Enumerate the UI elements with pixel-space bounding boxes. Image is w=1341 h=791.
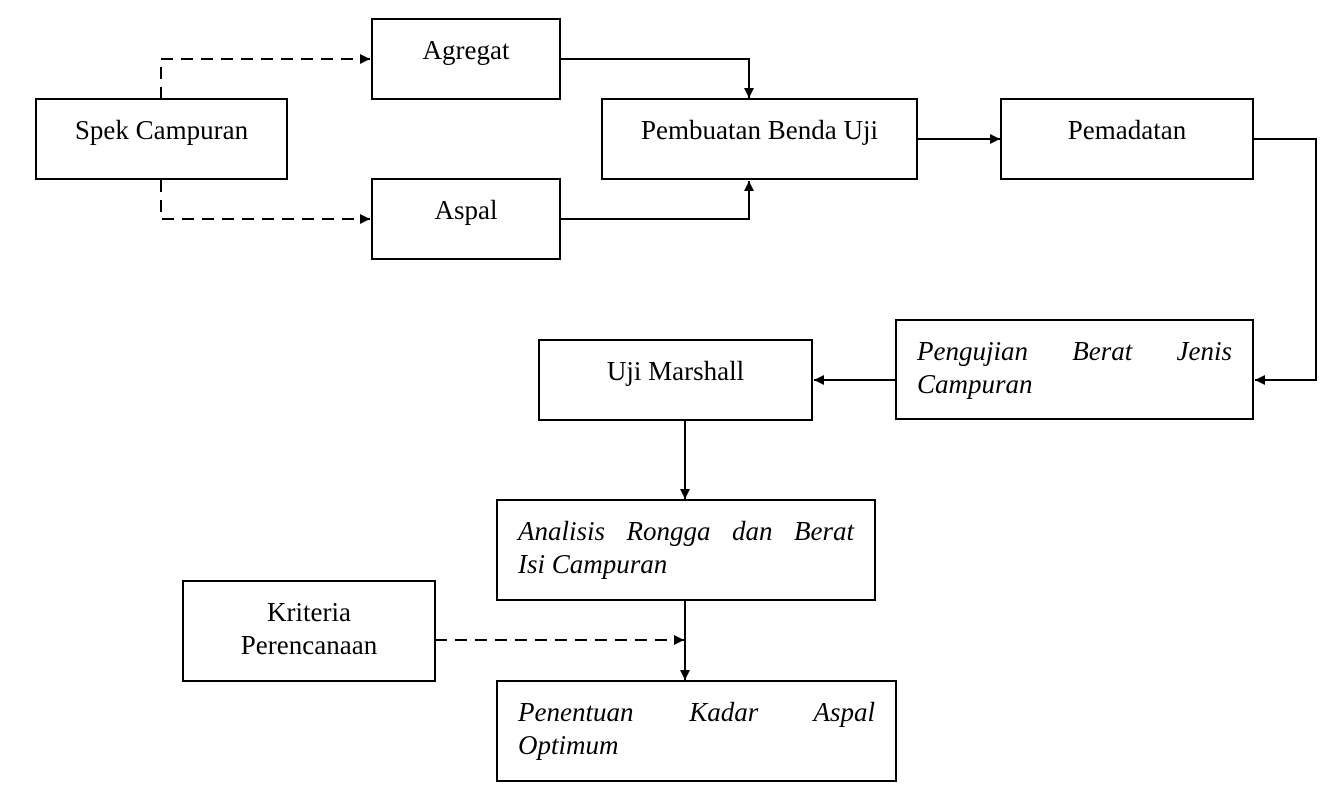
node-analisis-label-line2: Isi Campuran [518,549,668,579]
node-penentuan-label-line2: Optimum [518,730,619,760]
node-uji-marshall-label: Uji Marshall [606,356,745,386]
node-kriteria-label-line2: Perencanaan [240,630,378,660]
node-pemadatan-label: Pemadatan [1067,115,1187,145]
node-penentuan-label-line1: Penentuan Kadar Aspal [518,697,875,727]
node-pengujian-berat-jenis-campuran: Pengujian Berat Jenis Campuran [895,319,1254,420]
node-aspal: Aspal [371,178,561,260]
edge-pemadatan-to-pengujian [1253,138,1317,385]
edge-spek-to-agregat [160,54,370,99]
node-pembuatan-benda-uji-label: Pembuatan Benda Uji [641,115,878,145]
node-pemadatan: Pemadatan [1000,98,1254,180]
edge-aspal-to-pembuatan [560,181,754,220]
edge-agregat-to-pembuatan [560,58,754,98]
node-pengujian-label-line1: Pengujian Berat Jenis [917,336,1232,366]
node-pengujian-label-line2: Campuran [917,369,1033,399]
node-aspal-label: Aspal [434,195,498,225]
node-penentuan-kadar-aspal-optimum: Penentuan Kadar Aspal Optimum [496,680,897,782]
node-spek-campuran: Spek Campuran [35,98,288,180]
node-agregat: Agregat [371,18,561,100]
node-analisis-label-line1: Analisis Rongga dan Berat [518,516,854,546]
node-kriteria-label-line1: Kriteria [267,597,351,627]
node-pembuatan-benda-uji: Pembuatan Benda Uji [601,98,918,180]
edge-spek-to-aspal [160,180,370,224]
node-uji-marshall: Uji Marshall [538,339,813,421]
node-analisis-rongga-dan-berat-isi-campuran: Analisis Rongga dan Berat Isi Campuran [496,499,876,601]
node-agregat-label: Agregat [422,35,510,65]
node-spek-campuran-label: Spek Campuran [74,115,249,145]
node-kriteria-perencanaan: Kriteria Perencanaan [182,580,436,682]
